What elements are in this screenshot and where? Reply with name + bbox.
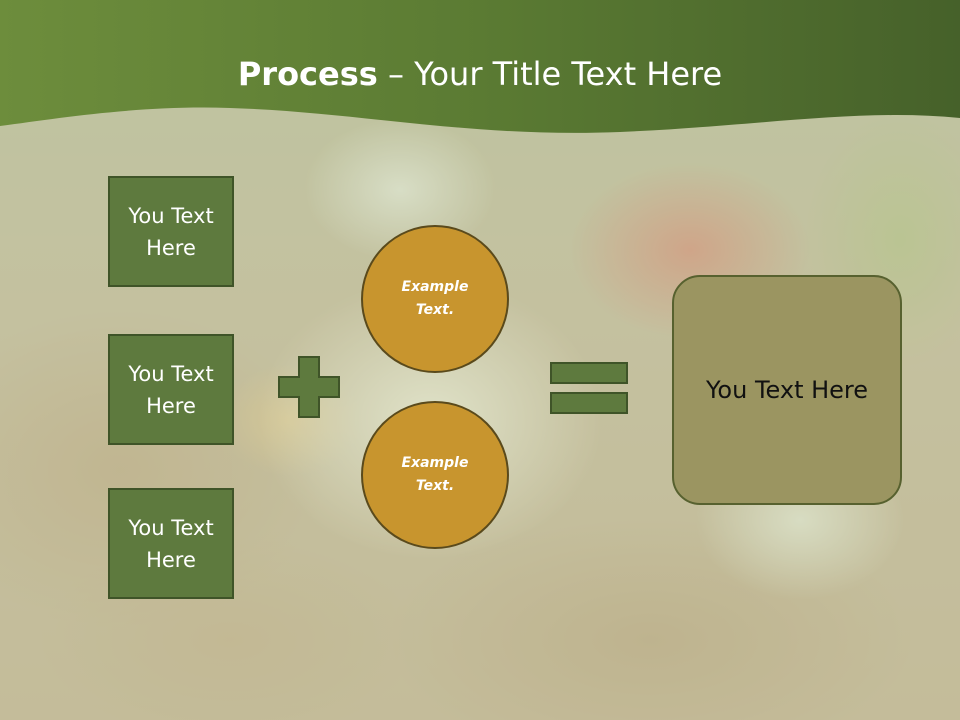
example-circle-2: Example Text.	[361, 401, 509, 549]
title-bold: Process	[237, 55, 378, 93]
left-text-box-3: You Text Here	[108, 488, 234, 599]
slide-title: Process – Your Title Text Here	[0, 52, 960, 96]
equals-icon	[550, 362, 628, 414]
header-banner	[0, 0, 960, 133]
example-circle-1: Example Text.	[361, 225, 509, 373]
title-rest: – Your Title Text Here	[377, 55, 723, 93]
result-text-box: You Text Here	[672, 275, 902, 505]
left-text-box-2: You Text Here	[108, 334, 234, 445]
left-text-box-1: You Text Here	[108, 176, 234, 287]
plus-icon	[278, 356, 340, 418]
